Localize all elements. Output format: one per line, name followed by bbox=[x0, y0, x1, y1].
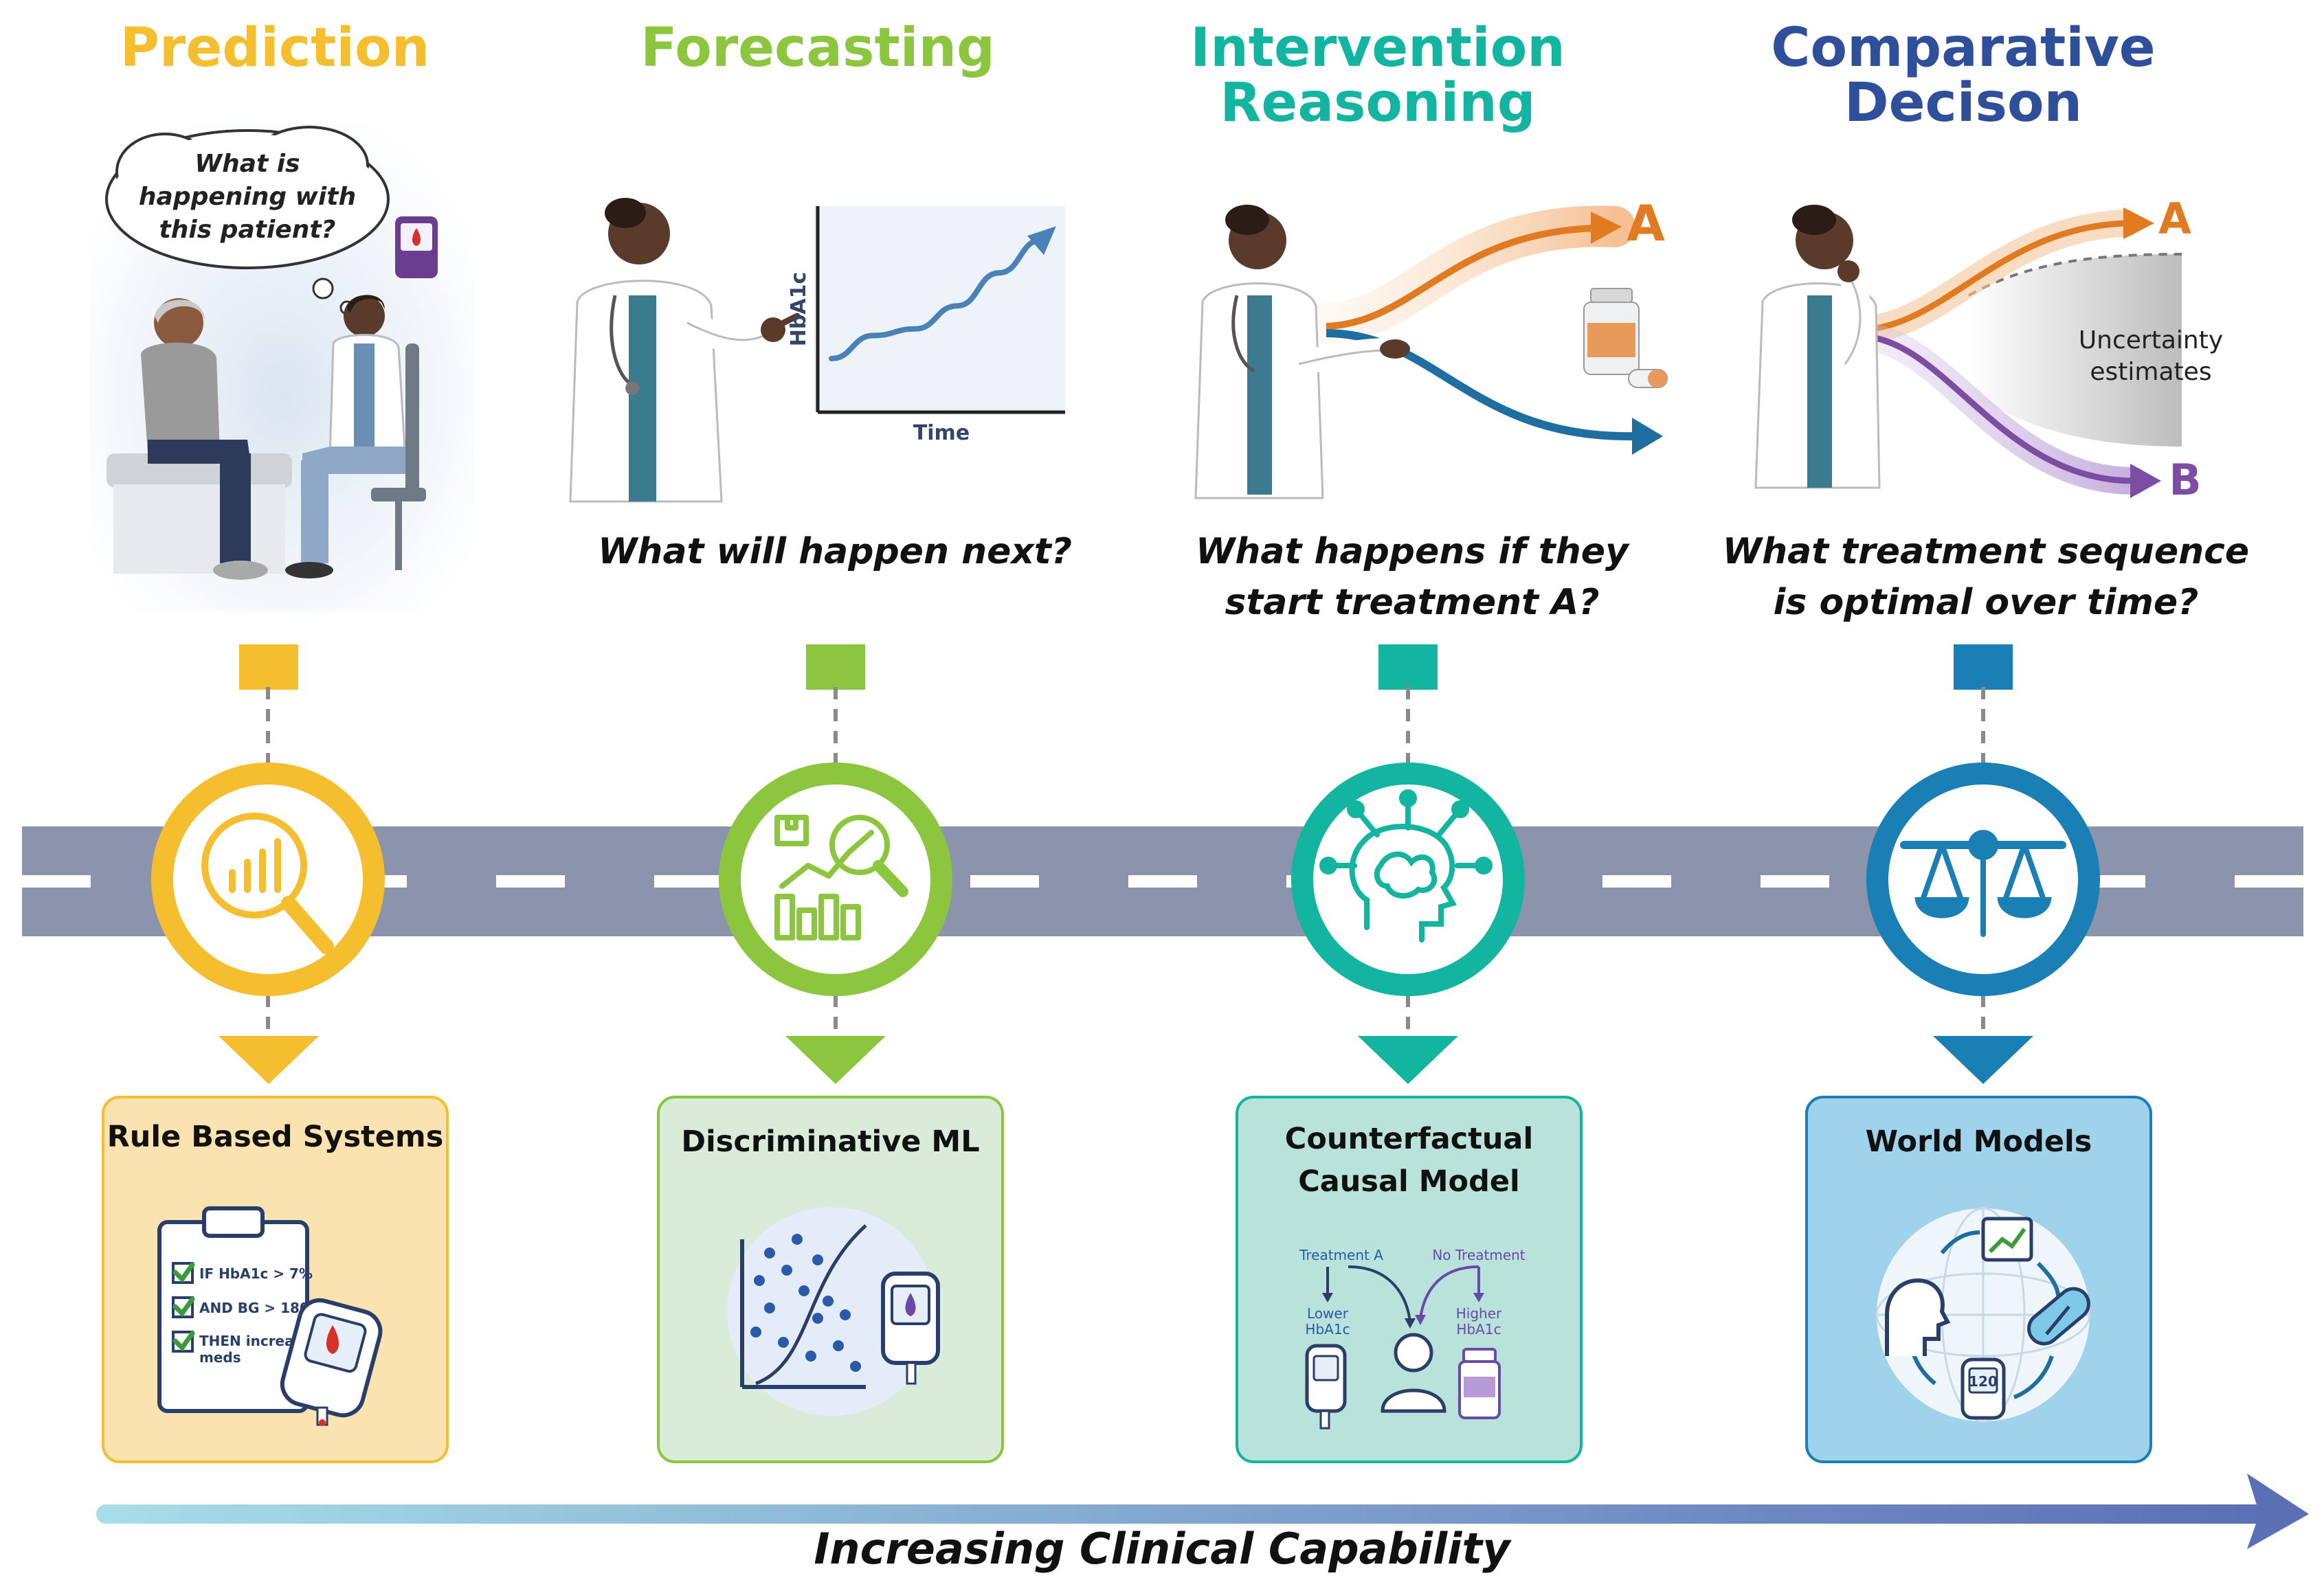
method-box-discriminative: Discriminative ML bbox=[657, 1096, 1004, 1463]
arrowhead-a bbox=[1591, 212, 1622, 244]
glucose-meter-icon bbox=[881, 1272, 940, 1385]
stage-circle-comparative[interactable] bbox=[1866, 763, 2100, 996]
stage-circle-prediction[interactable] bbox=[151, 763, 385, 996]
label-option-b: B bbox=[2169, 455, 2201, 505]
scatter-points bbox=[750, 1234, 861, 1372]
causal-higher-1: Higher bbox=[1456, 1305, 1502, 1322]
down-arrow-intervention bbox=[1358, 1036, 1458, 1084]
causal-higher-2: HbA1c bbox=[1456, 1321, 1501, 1338]
world-model-illustration: 120 bbox=[1875, 1207, 2091, 1423]
forecasting-illustration: HbA1c Time bbox=[569, 198, 1065, 503]
doctor-figure-thinking bbox=[1754, 205, 1881, 489]
causal-lower-1: Lower bbox=[1307, 1305, 1349, 1322]
brain-network-icon bbox=[1319, 789, 1493, 943]
causal-no-treatment: No Treatment bbox=[1432, 1247, 1525, 1263]
label-treatment-a: A bbox=[1627, 194, 1665, 252]
marker-comparative bbox=[1954, 644, 2013, 690]
causal-treatment-a: Treatment A bbox=[1299, 1247, 1383, 1263]
person-profile-icon bbox=[1885, 1278, 1951, 1356]
path-no-treatment bbox=[1326, 329, 1636, 441]
balance-scale-icon bbox=[1900, 830, 2066, 937]
method-title-counterfactual: Counterfactual Causal Model bbox=[1284, 1122, 1534, 1199]
path-treatment-a bbox=[1326, 225, 1595, 330]
method-box-rule-based: Rule Based Systems IF HbA1c > 7% AND BG … bbox=[102, 1096, 449, 1463]
doctor-figure-seated bbox=[285, 295, 426, 578]
rule-line-3b: meds bbox=[199, 1349, 241, 1366]
thought-line-2: happening with bbox=[139, 183, 356, 211]
causal-lower-2: HbA1c bbox=[1305, 1321, 1350, 1338]
trend-arrowhead bbox=[1027, 226, 1056, 256]
uncertainty-line-1: Uncertainty bbox=[2079, 326, 2223, 354]
arrowhead-no-treatment bbox=[1632, 418, 1663, 455]
marker-intervention bbox=[1378, 644, 1438, 690]
intervention-illustration: A bbox=[1194, 194, 1668, 499]
hba1c-trend-line bbox=[829, 237, 1044, 361]
rule-line-1: IF HbA1c > 7% bbox=[199, 1265, 313, 1282]
comparative-illustration: A B Uncertainty estimates bbox=[1754, 194, 2223, 505]
method-title-world-models: World Models bbox=[1865, 1125, 2092, 1159]
doctor-figure-gesturing bbox=[1194, 205, 1410, 499]
down-arrow-forecasting bbox=[785, 1036, 886, 1084]
stage-circle-forecasting[interactable] bbox=[719, 763, 952, 996]
question-comparative: What treatment sequence is optimal over … bbox=[1722, 531, 2250, 623]
arrowhead-option-a bbox=[2123, 207, 2154, 239]
method-box-counterfactual: Counterfactual Causal Model Treatment A … bbox=[1236, 1096, 1583, 1463]
medicine-bottle-icon bbox=[1583, 288, 1668, 388]
question-forecasting: What will happen next? bbox=[598, 531, 1072, 572]
marker-prediction bbox=[239, 644, 298, 690]
medicine-bottle-icon bbox=[1458, 1348, 1501, 1419]
magnifier-chart-icon bbox=[201, 813, 334, 954]
down-arrow-comparative bbox=[1933, 1036, 2033, 1084]
thought-bubble bbox=[105, 126, 390, 315]
patient-figure bbox=[141, 298, 268, 580]
meter-value: 120 bbox=[1969, 1373, 1998, 1390]
thought-line-3: this patient? bbox=[159, 216, 336, 244]
capability-label: Increasing Clinical Capability bbox=[814, 1524, 1510, 1574]
chart-ylabel: HbA1c bbox=[787, 272, 811, 346]
glucose-meter-icon bbox=[1305, 1344, 1347, 1430]
uncertainty-line-2: estimates bbox=[2090, 358, 2211, 386]
method-box-world-models: World Models bbox=[1805, 1096, 2152, 1463]
down-arrow-prediction bbox=[219, 1036, 319, 1084]
patient-icon bbox=[1381, 1333, 1446, 1413]
analytics-icon bbox=[774, 815, 908, 940]
chart-xlabel: Time bbox=[913, 421, 970, 445]
label-option-a: A bbox=[2158, 194, 2191, 244]
path-option-b bbox=[1865, 333, 2134, 484]
marker-forecasting bbox=[806, 644, 865, 690]
stage-title-prediction: Prediction bbox=[120, 17, 430, 79]
stage-title-forecasting: Forecasting bbox=[640, 17, 995, 79]
glucose-meter-icon bbox=[395, 216, 438, 278]
stage-title-comparative: Comparative Decison bbox=[1771, 17, 2156, 134]
question-intervention: What happens if they start treatment A? bbox=[1196, 531, 1629, 623]
arrowhead-option-b bbox=[2130, 464, 2161, 498]
method-title-rule-based: Rule Based Systems bbox=[107, 1120, 444, 1154]
glucose-meter-icon: 120 bbox=[1960, 1357, 2006, 1420]
causal-diagram-illustration: Treatment A No Treatment Lower HbA1c Hig… bbox=[1299, 1247, 1526, 1430]
pill-capsule-icon bbox=[2027, 1287, 2090, 1346]
path-option-a bbox=[1865, 220, 2127, 333]
thought-line-1: What is bbox=[194, 150, 300, 178]
trend-chart-icon bbox=[1981, 1217, 2033, 1262]
prediction-illustration: What is happening with this patient? bbox=[89, 124, 474, 611]
hba1c-line-chart: HbA1c Time bbox=[787, 206, 1065, 445]
capability-arrow bbox=[96, 1474, 2309, 1549]
stage-circle-intervention[interactable] bbox=[1291, 763, 1525, 996]
scatter-classifier-illustration bbox=[727, 1207, 940, 1416]
method-title-discriminative: Discriminative ML bbox=[681, 1125, 980, 1159]
glucose-meter-icon bbox=[280, 1298, 383, 1426]
rule-checklist-illustration: IF HbA1c > 7% AND BG > 180 THEN increase… bbox=[157, 1206, 383, 1426]
stage-title-intervention: Intervention Reasoning bbox=[1190, 17, 1565, 134]
rule-line-2: AND BG > 180 bbox=[199, 1300, 309, 1316]
doctor-figure-pointing bbox=[569, 198, 801, 503]
